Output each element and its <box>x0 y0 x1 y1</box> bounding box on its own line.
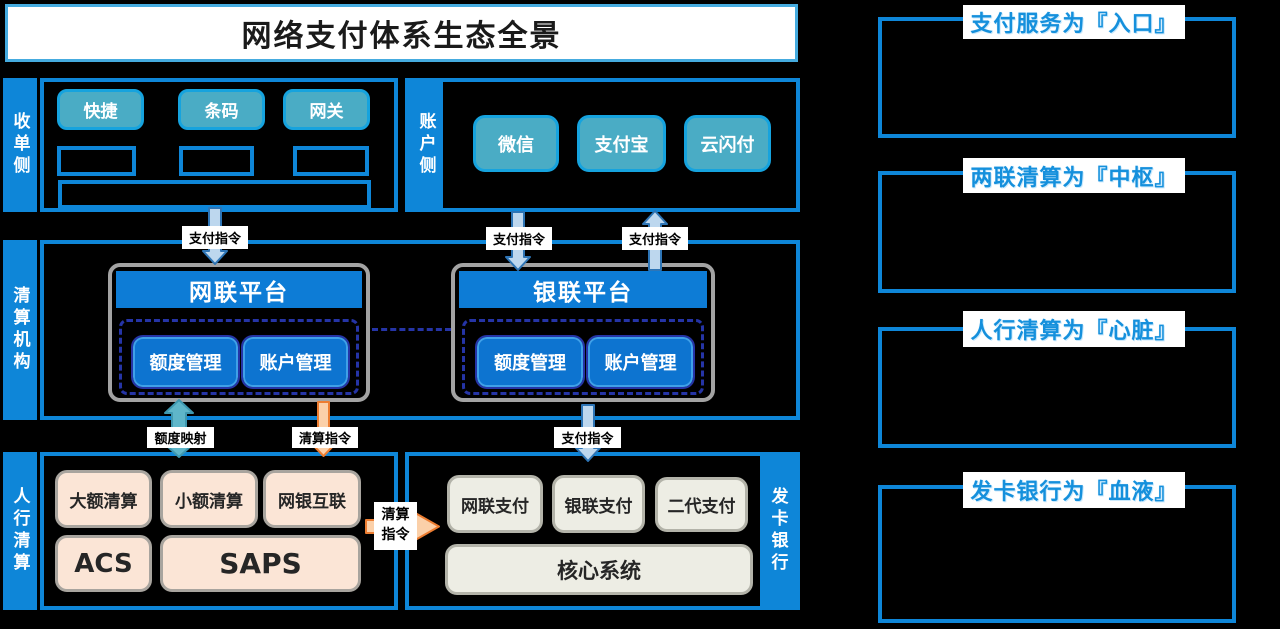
annotation-strip-blood: 发卡银行为『血液』 <box>963 472 1185 508</box>
annotation-strip-entrance: 支付服务为『入口』 <box>963 5 1185 39</box>
node-core-system: 核心系统 <box>445 544 753 595</box>
node-large-value-clearing: 大额清算 <box>55 470 152 528</box>
wanglian-platform-header: 网联平台 <box>116 271 362 308</box>
annotation-title-hub: 两联清算为『中枢』 <box>970 165 1178 191</box>
acquiring-subbox-1 <box>57 146 136 176</box>
account-side-label-bar: 账户侧 <box>409 82 443 208</box>
annotation-title-heart: 人行清算为『心脏』 <box>970 319 1178 344</box>
node-acs: ACS <box>55 535 152 592</box>
account-side-label: 账户侧 <box>415 112 436 178</box>
issuer-side-label: 发卡银行 <box>767 487 788 575</box>
yinlian-platform-header: 银联平台 <box>459 271 707 308</box>
arrow-label-quota-mapping: 额度映射 <box>147 427 214 448</box>
node-quick-pay: 快捷 <box>57 89 144 130</box>
node-online-banking-interlink: 网银互联 <box>263 470 361 528</box>
diagram-title: 网络支付体系生态全景 <box>5 4 798 62</box>
node-saps: SAPS <box>160 535 361 592</box>
annotation-strip-heart: 人行清算为『心脏』 <box>963 311 1185 347</box>
pboc-side-label-bar: 人行清算 <box>3 452 37 610</box>
wanglian-platform-box <box>108 263 370 402</box>
node-barcode-pay: 条码 <box>178 89 265 130</box>
node-alipay: 支付宝 <box>577 115 666 172</box>
arrow-label-pay-acquiring: 支付指令 <box>182 226 248 249</box>
clearing-side-label: 清算机构 <box>9 286 30 374</box>
annotation-strip-hub: 两联清算为『中枢』 <box>963 158 1185 193</box>
acquiring-subbox-2 <box>179 146 254 176</box>
yinlian-dashed-box <box>462 319 704 395</box>
arrow-label-clearing-right: 清算指令 <box>374 502 417 550</box>
wanglian-quota-management: 额度管理 <box>131 335 240 389</box>
node-small-value-clearing: 小额清算 <box>160 470 258 528</box>
acquiring-side-label: 收单侧 <box>9 112 30 178</box>
node-second-gen-payment: 二代支付 <box>655 477 748 532</box>
acquiring-side-label-bar: 收单侧 <box>3 78 37 212</box>
acquiring-subbox-3 <box>293 146 369 176</box>
wanglian-account-management: 账户管理 <box>241 335 350 389</box>
clearing-side-label-bar: 清算机构 <box>3 240 37 420</box>
arrow-label-pay-account-down: 支付指令 <box>486 227 552 250</box>
platform-dashed-connector <box>372 328 451 331</box>
yinlian-quota-management: 额度管理 <box>475 335 585 389</box>
arrow-label-pay-issuer: 支付指令 <box>554 427 621 448</box>
annotation-title-blood: 发卡银行为『血液』 <box>970 480 1178 505</box>
yinlian-account-management: 账户管理 <box>586 335 695 389</box>
clearing-section <box>40 240 800 420</box>
node-gateway-pay: 网关 <box>283 89 370 130</box>
yinlian-platform-box <box>451 263 715 402</box>
account-section <box>405 78 800 212</box>
issuer-side-label-bar: 发卡银行 <box>760 456 796 606</box>
acquiring-wide-box <box>58 180 371 209</box>
node-yinlian-payment: 银联支付 <box>552 475 645 533</box>
annotation-title-entrance: 支付服务为『入口』 <box>970 12 1178 37</box>
pboc-side-label: 人行清算 <box>9 487 30 575</box>
arrow-label-clearing-down: 清算指令 <box>292 427 358 448</box>
node-cloud-quickpass: 云闪付 <box>684 115 771 172</box>
wanglian-dashed-box <box>119 319 359 395</box>
node-wanglian-payment: 网联支付 <box>447 475 543 533</box>
arrow-label-pay-account-up: 支付指令 <box>622 227 688 250</box>
node-wechat: 微信 <box>473 115 559 172</box>
